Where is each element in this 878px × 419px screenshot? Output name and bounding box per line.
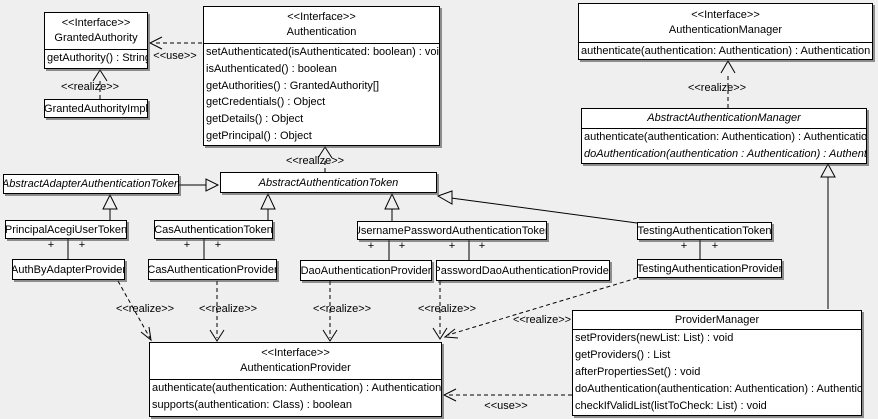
class-name: CasAuthenticationProvider [149, 263, 276, 276]
class-name: GrantedAuthority [54, 32, 138, 44]
method-label: authenticate(authentication: Authenticat… [584, 131, 866, 143]
method-label: getDetails() : Object [206, 113, 304, 126]
class-password-dao-authentication-provider: PasswordDaoAuthenticationProvider [436, 260, 610, 281]
edge-realize-grantedauthorityimpl [92, 69, 108, 99]
method-label: getCredentials() : Object [206, 96, 326, 109]
edge-realize-abstractauthenticationmanager [720, 60, 736, 108]
assoc-end-plus: + [448, 240, 456, 252]
method-label: authenticate(authentication: Authenticat… [581, 45, 871, 57]
class-authentication-provider: <<Interface>> AuthenticationProvider aut… [149, 342, 442, 417]
class-cas-authentication-token: CasAuthenticationToken [154, 220, 273, 239]
edge-gen-testing-token [436, 190, 638, 224]
edge-label-realize-aam: <<realize>> [687, 82, 747, 94]
stereotype-label: <<Interface>> [261, 347, 330, 359]
class-name: Authentication [286, 26, 357, 38]
edge-label-realize-gai: <<realize>> [60, 81, 120, 93]
edge-realize-abstractauthenticationtoken [317, 146, 333, 172]
edge-gen-cas-token [260, 192, 276, 220]
method-label: getProviders() : List [575, 349, 671, 361]
edge-label-realize-cas: <<realize>> [198, 303, 258, 315]
class-name: PasswordDaoAuthenticationProvider [437, 264, 609, 277]
assoc-end-plus: + [183, 239, 191, 251]
assoc-end-plus: + [711, 240, 719, 252]
class-provider-manager: ProviderManager setProviders(newList: Li… [572, 310, 862, 416]
class-authentication: <<Interface>> Authentication setAuthenti… [203, 6, 440, 146]
class-abstract-authentication-token: AbstractAuthenticationToken [220, 172, 437, 193]
method-label: setAuthenticated(isAuthenticated: boolea… [206, 46, 439, 58]
assoc-end-plus: + [478, 240, 486, 252]
edge-gen-principal-adapter [102, 193, 118, 220]
edge-use-authentication-grantedauthority [148, 36, 202, 50]
class-granted-authority-impl: GrantedAuthorityImpl [44, 99, 148, 118]
class-granted-authority: <<Interface>> GrantedAuthority getAuthor… [44, 12, 148, 69]
assoc-end-plus: + [214, 239, 222, 251]
method-label: doAuthentication(authentication: Authent… [575, 383, 861, 395]
class-authentication-manager: <<Interface>> AuthenticationManager auth… [578, 3, 873, 60]
method-label: getPrincipal() : Object [206, 129, 312, 142]
class-name: AbstractAuthenticationManager [647, 112, 801, 124]
assoc-end-plus: + [680, 240, 688, 252]
class-name: ProviderManager [674, 313, 760, 326]
class-cas-authentication-provider: CasAuthenticationProvider [148, 259, 277, 280]
stereotype-label: <<Interface>> [691, 9, 760, 21]
method-label: isAuthenticated() : boolean [206, 62, 337, 75]
class-auth-by-adapter-provider: AuthByAdapterProvider [12, 259, 125, 280]
edge-label-use-top: <<use>> [153, 50, 197, 62]
edge-realize-daoauthenticationprovider [322, 281, 338, 342]
method-label: setProviders(newList: List) : void [575, 332, 734, 344]
class-testing-authentication-token: TestingAuthenticationToken [637, 222, 772, 240]
class-name: UsernamePasswordAuthenticationToken [358, 224, 546, 237]
class-name: PrincipalAcegiUserToken [6, 223, 126, 236]
assoc-end-plus: + [47, 239, 55, 251]
method-label: checkIfValidList(listToCheck: List) : vo… [575, 400, 767, 412]
edge-gen-providermanager-aam [820, 162, 836, 309]
class-name: AbstractAuthenticationToken [258, 176, 399, 189]
class-name: AuthByAdapterProvider [13, 263, 124, 276]
class-dao-authentication-provider: DaoAuthenticationProvider [300, 260, 432, 281]
edge-realize-casauthenticationprovider [209, 281, 225, 342]
class-testing-authentication-provider: TestingAuthenticationProvider [637, 259, 782, 278]
class-abstract-adapter-authentication-token: AbstractAdapterAuthenticationToken [3, 174, 179, 194]
edge-realize-authbyadapterprovider [117, 280, 152, 342]
edge-label-use-bottom: <<use>> [484, 400, 528, 412]
class-name: AuthenticationProvider [240, 362, 351, 374]
class-name: GrantedAuthorityImpl [45, 102, 147, 115]
method-label: doAuthentication(authentication : Authen… [584, 148, 866, 160]
class-principal-acegi-user-token: PrincipalAcegiUserToken [5, 220, 127, 239]
edge-label-realize-testing: <<realize>> [512, 314, 572, 326]
class-name: TestingAuthenticationToken [638, 225, 771, 237]
edge-realize-testingprovider [443, 277, 638, 339]
class-name: TestingAuthenticationProvider [638, 262, 781, 275]
method-label: getAuthority() : String [47, 52, 147, 64]
edge-label-realize-token: <<realize>> [285, 155, 345, 167]
method-label: authenticate(authentication: Authenticat… [152, 382, 441, 394]
stereotype-label: <<Interface>> [287, 11, 356, 23]
assoc-end-plus: + [398, 240, 406, 252]
edge-label-realize-adapter: <<realize>> [115, 303, 175, 315]
method-label: supports(authentication: Class) : boolea… [152, 399, 352, 411]
class-name: AuthenticationManager [668, 24, 783, 36]
edge-label-realize-dao: <<realize>> [312, 303, 372, 315]
edge-gen-usernamepassword-token [384, 192, 400, 221]
class-name: DaoAuthenticationProvider [301, 264, 431, 277]
edge-label-realize-pdao: <<realize>> [417, 303, 477, 315]
class-username-password-authentication-token: UsernamePasswordAuthenticationToken [357, 221, 547, 240]
assoc-end-plus: + [367, 240, 375, 252]
edge-realize-passworddaoprovider [432, 281, 448, 340]
class-abstract-authentication-manager: AbstractAuthenticationManager authentica… [581, 108, 867, 164]
edge-gen-adapter-token [179, 178, 220, 192]
assoc-end-plus: + [78, 239, 86, 251]
edge-use-providermanager [442, 388, 572, 402]
method-label: afterPropertiesSet() : void [575, 366, 701, 378]
class-name: AbstractAdapterAuthenticationToken [4, 178, 178, 190]
method-label: getAuthorities() : GrantedAuthority[] [206, 79, 380, 92]
stereotype-label: <<Interface>> [61, 17, 131, 29]
class-name: CasAuthenticationToken [155, 223, 272, 236]
